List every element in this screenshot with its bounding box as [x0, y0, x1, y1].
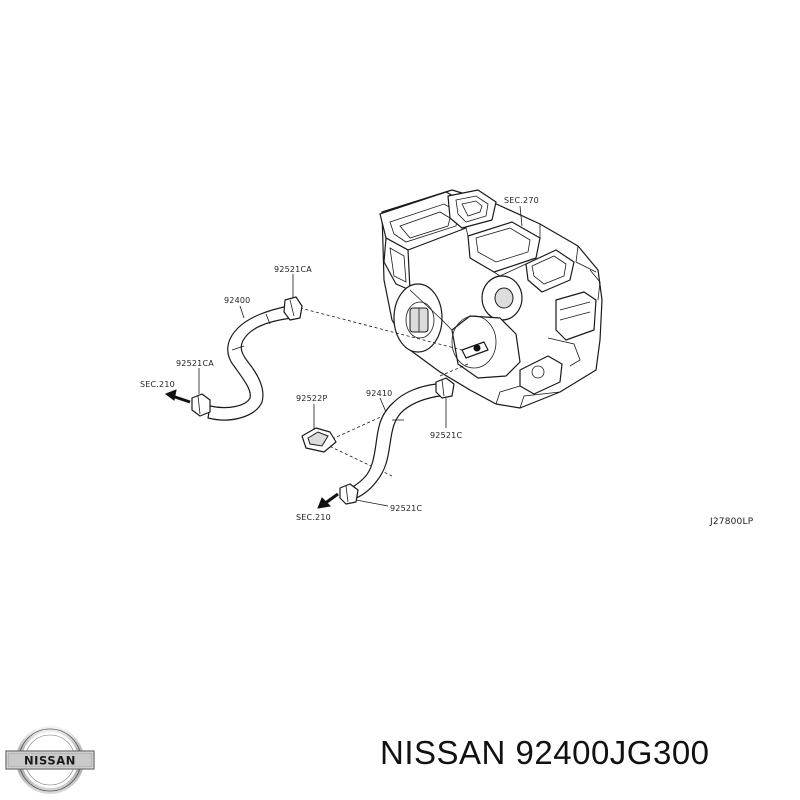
label-92410: 92410	[366, 389, 392, 398]
label-92521ca-top: 92521CA	[274, 265, 312, 274]
label-sec210-bottom: SEC.210	[296, 513, 331, 522]
hose-92410	[345, 383, 441, 501]
bracket-92522p	[301, 404, 337, 453]
label-92521ca-left: 92521CA	[176, 359, 214, 368]
label-sec270: SEC.270	[504, 196, 539, 205]
label-92522p: 92522P	[296, 394, 327, 403]
clamp-92521c-right	[435, 377, 455, 428]
clamp-92521ca-top	[283, 274, 303, 321]
label-92521c-right: 92521C	[430, 431, 462, 440]
clamp-92521ca-left	[191, 368, 211, 417]
label-ref-code: J27800LP	[709, 517, 754, 527]
hose-92400	[207, 305, 293, 421]
clamp-92521c-bottom	[339, 483, 389, 507]
label-92400: 92400	[224, 296, 250, 305]
part-caption: NISSAN 92400JG300	[380, 734, 710, 771]
nissan-logo-text: NISSAN	[24, 754, 76, 768]
nissan-logo: NISSAN	[5, 726, 95, 794]
heater-unit	[379, 189, 603, 409]
arrow-sec210-left	[164, 389, 191, 404]
label-sec210-left: SEC.210	[140, 380, 175, 389]
arrow-sec210-bottom	[317, 492, 339, 509]
label-92521c-bottom: 92521C	[390, 504, 422, 513]
